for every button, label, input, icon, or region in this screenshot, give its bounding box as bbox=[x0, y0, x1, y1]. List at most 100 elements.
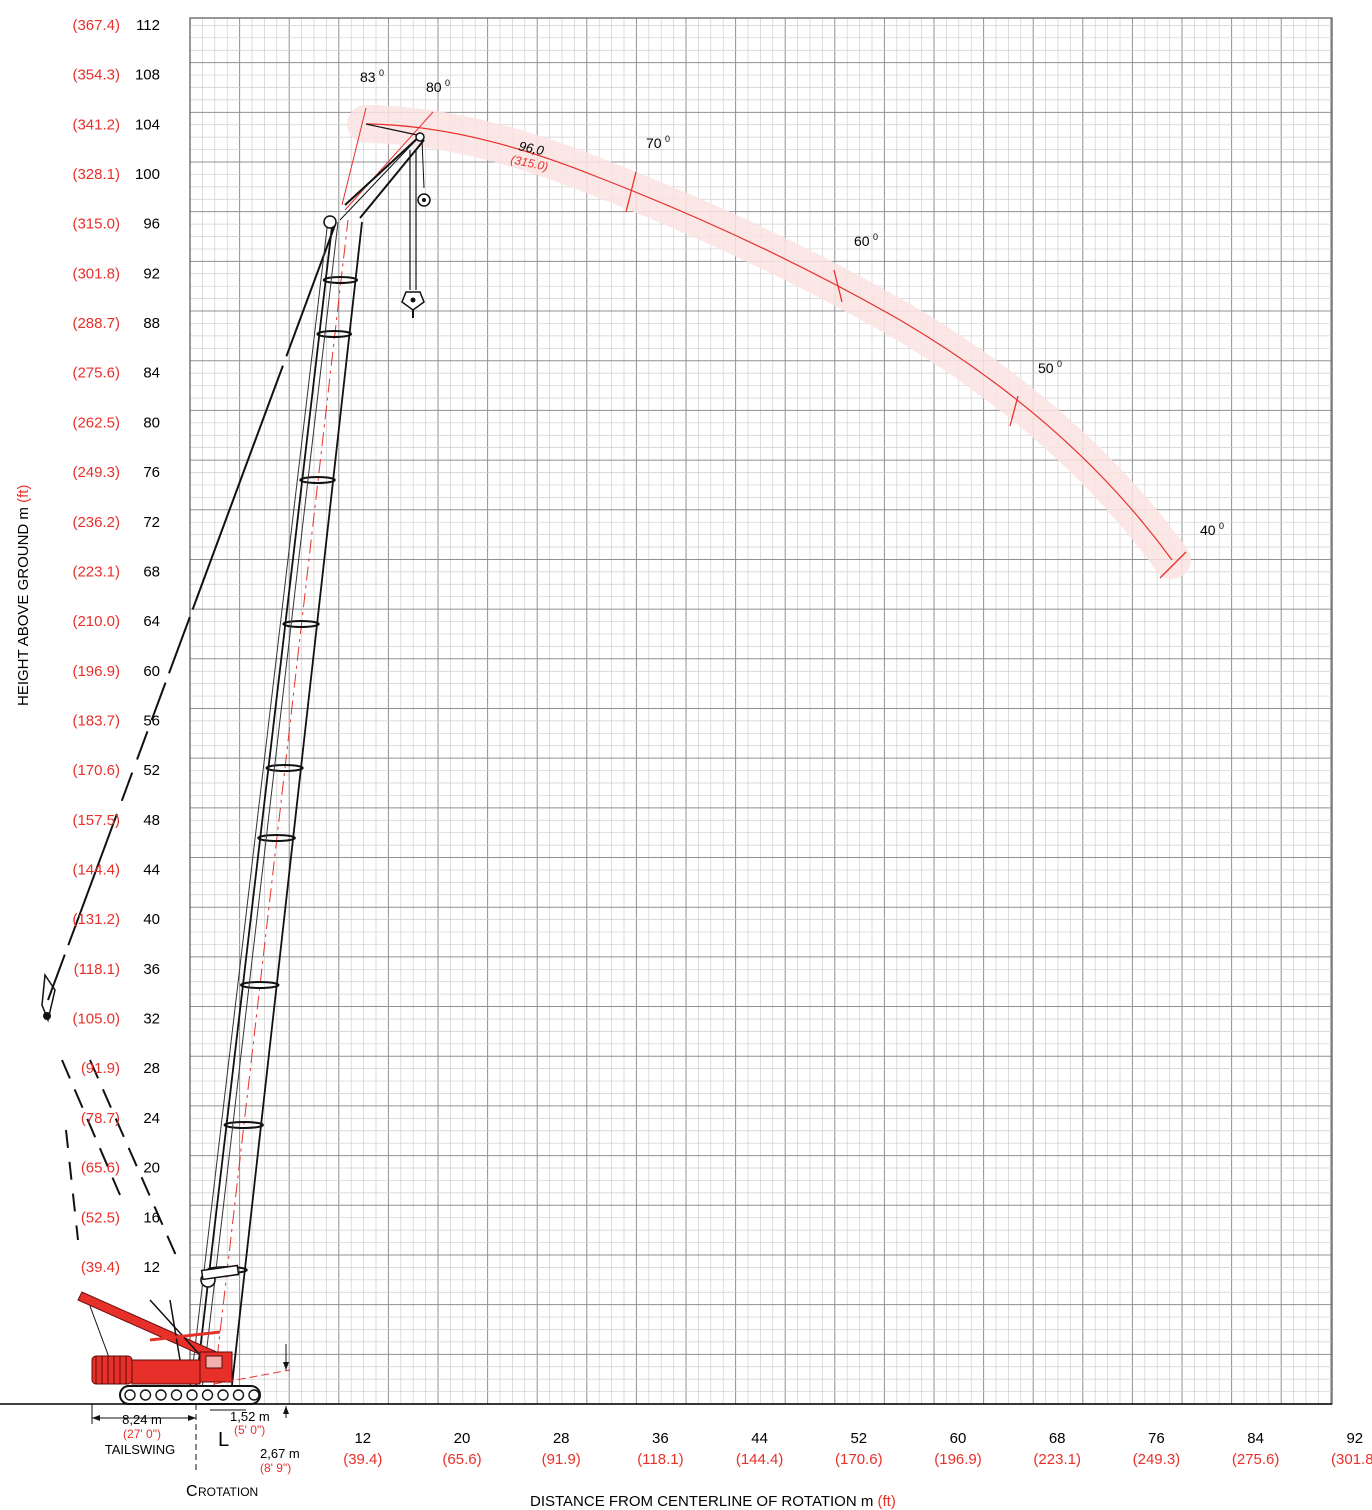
y-tick-m: 104 bbox=[135, 116, 160, 133]
x-axis-title: DISTANCE FROM CENTERLINE OF ROTATION m (… bbox=[530, 1493, 896, 1510]
y-axis-title-main: HEIGHT ABOVE GROUND m bbox=[15, 503, 32, 706]
y-tick-ft: (170.6) bbox=[72, 762, 120, 779]
x-tick-m: 36 bbox=[652, 1430, 669, 1447]
tailswing-label: TAILSWING bbox=[105, 1442, 176, 1457]
upperstructure bbox=[131, 1359, 201, 1385]
track-roller bbox=[124, 1389, 136, 1401]
y-axis-title-unit: (ft) bbox=[15, 485, 32, 503]
tailswing-ft: (27' 0") bbox=[123, 1427, 161, 1441]
boom-section-band bbox=[322, 276, 359, 284]
y-tick-ft: (288.7) bbox=[72, 315, 120, 332]
y-tick-ft: (341.2) bbox=[72, 116, 120, 133]
pivot-height-ft: (8' 9") bbox=[260, 1461, 291, 1475]
jib-chord bbox=[359, 139, 425, 219]
y-tick-m: 36 bbox=[143, 961, 160, 978]
y-tick-ft: (144.4) bbox=[72, 862, 120, 879]
boom-butt-band bbox=[200, 1264, 240, 1281]
y-tick-ft: (275.6) bbox=[72, 365, 120, 382]
x-tick-m: 68 bbox=[1049, 1430, 1066, 1447]
y-tick-ft: (328.1) bbox=[72, 166, 120, 183]
x-tick-m: 76 bbox=[1148, 1430, 1165, 1447]
track-roller bbox=[248, 1389, 260, 1401]
range-band bbox=[347, 105, 1191, 579]
boom-foot bbox=[149, 1330, 221, 1342]
angle-label: 60 bbox=[854, 233, 870, 249]
x-axis-title-main: DISTANCE FROM CENTERLINE OF ROTATION m bbox=[530, 1493, 878, 1510]
x-tick-m: 12 bbox=[354, 1430, 371, 1447]
x-tick-ft: (91.9) bbox=[542, 1451, 581, 1468]
track-roller bbox=[186, 1389, 198, 1401]
track-roller bbox=[139, 1389, 152, 1401]
x-tick-ft: (118.1) bbox=[637, 1451, 683, 1468]
boom-length-m: 96,0 bbox=[517, 138, 546, 158]
pivot-offset-m: 1,52 m bbox=[230, 1409, 270, 1424]
x-tick-ft: (65.6) bbox=[442, 1451, 481, 1468]
mast-sheave bbox=[43, 1012, 51, 1020]
x-axis-title-unit: (ft) bbox=[878, 1493, 896, 1510]
y-tick-m: 100 bbox=[135, 166, 160, 183]
y-tick-m: 24 bbox=[143, 1110, 160, 1127]
jib-sheave bbox=[415, 132, 425, 142]
x-tick-m: 44 bbox=[751, 1430, 768, 1447]
rotation-l: L bbox=[218, 1429, 229, 1451]
y-tick-m: 80 bbox=[143, 414, 160, 431]
x-tick-ft: (39.4) bbox=[343, 1451, 382, 1468]
boom-section-band bbox=[316, 330, 353, 338]
aux-hook-pin bbox=[422, 198, 426, 202]
x-tick-ft: (301.8) bbox=[1331, 1451, 1372, 1468]
y-tick-m: 40 bbox=[143, 911, 160, 928]
degree-mark: 0 bbox=[665, 134, 670, 144]
y-tick-m: 48 bbox=[143, 812, 160, 829]
y-tick-ft: (39.4) bbox=[81, 1259, 120, 1276]
arc-radius-line bbox=[344, 111, 434, 211]
hook-pin bbox=[410, 297, 416, 303]
y-tick-ft: (118.1) bbox=[74, 961, 120, 978]
boom-section-band bbox=[282, 620, 320, 628]
y-tick-ft: (65.6) bbox=[81, 1160, 120, 1177]
y-tick-m: 44 bbox=[143, 862, 160, 879]
cab-window bbox=[205, 1355, 223, 1369]
degree-mark: 0 bbox=[445, 78, 450, 88]
y-tick-ft: (183.7) bbox=[72, 712, 120, 729]
y-tick-m: 28 bbox=[143, 1060, 160, 1077]
jib-stay bbox=[339, 137, 419, 221]
rotation-label: ROTATION bbox=[198, 1485, 258, 1499]
mast-dashed bbox=[61, 1059, 121, 1196]
mast-dashed bbox=[89, 1059, 179, 1261]
y-tick-ft: (91.9) bbox=[81, 1060, 120, 1077]
x-tick-ft: (249.3) bbox=[1133, 1451, 1181, 1468]
angle-label: 50 bbox=[1038, 360, 1054, 376]
track-roller bbox=[232, 1389, 245, 1401]
arc-radius-line bbox=[341, 107, 367, 206]
degree-mark: 0 bbox=[1219, 521, 1224, 531]
y-tick-ft: (301.8) bbox=[72, 265, 120, 282]
rotation-c: C bbox=[186, 1483, 198, 1500]
y-tick-m: 76 bbox=[143, 464, 160, 481]
jib-tip bbox=[365, 123, 423, 137]
y-tick-ft: (249.3) bbox=[72, 464, 120, 481]
track-roller bbox=[217, 1389, 229, 1401]
y-tick-ft: (236.2) bbox=[72, 514, 120, 531]
degree-mark: 0 bbox=[379, 68, 384, 78]
y-tick-m: 64 bbox=[143, 613, 160, 630]
jib-chord bbox=[344, 135, 421, 206]
y-tick-m: 96 bbox=[143, 216, 160, 233]
y-tick-m: 16 bbox=[143, 1209, 160, 1226]
x-tick-m: 84 bbox=[1247, 1430, 1264, 1447]
y-tick-ft: (223.1) bbox=[72, 563, 120, 580]
y-tick-ft: (367.4) bbox=[72, 17, 120, 34]
boom-chord bbox=[195, 217, 334, 1386]
pivot-offset-ft: (5' 0") bbox=[234, 1423, 265, 1437]
y-tick-m: 56 bbox=[143, 712, 160, 729]
y-tick-m: 52 bbox=[143, 762, 160, 779]
pivot-height-m: 2,67 m bbox=[260, 1446, 300, 1461]
arrow-left bbox=[92, 1415, 100, 1421]
track-roller bbox=[201, 1389, 214, 1401]
angle-label: 80 bbox=[426, 79, 442, 95]
x-tick-ft: (223.1) bbox=[1033, 1451, 1081, 1468]
boom-centerline bbox=[213, 219, 349, 1386]
arrow-up bbox=[283, 1406, 289, 1414]
y-tick-ft: (315.0) bbox=[72, 216, 120, 233]
